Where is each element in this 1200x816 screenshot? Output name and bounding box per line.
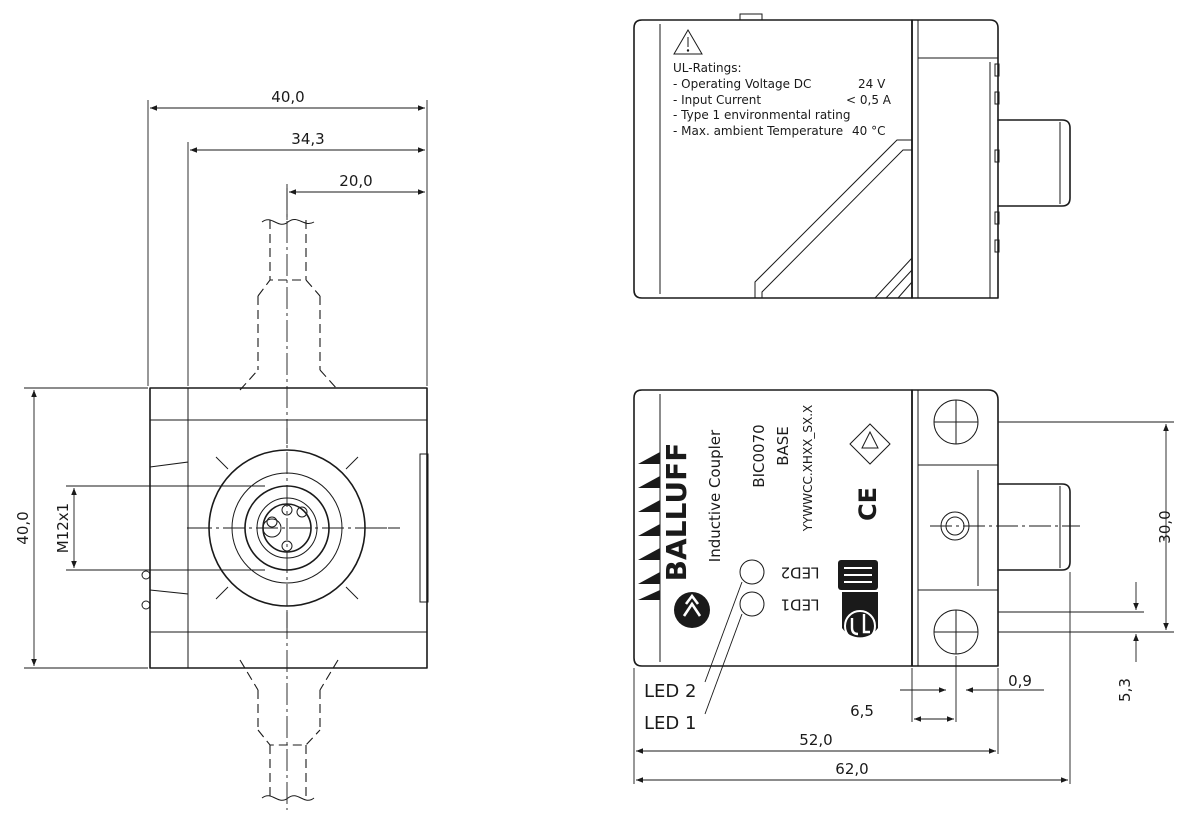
brand-symbol-icon: [674, 592, 710, 628]
ul-row-value: 24 V: [858, 77, 886, 91]
dim-front-body-width: 34,3: [291, 130, 324, 148]
ul-mark-icon: [842, 592, 878, 642]
dim-top-hole-offset: 6,5: [850, 702, 874, 720]
dim-top-total-length: 62,0: [835, 760, 868, 778]
led1-label: LED1: [781, 596, 820, 614]
callout-led2: LED 2: [644, 681, 696, 702]
ul-ratings-title: UL-Ratings:: [673, 61, 742, 75]
ul-row-label: - Max. ambient Temperature: [673, 124, 843, 138]
dim-top-gap-small: 5,3: [1116, 678, 1134, 702]
light-guide-teeth: [638, 452, 660, 600]
top-view: BALLUFF Inductive Coupler BIC0070 BASE Y…: [633, 389, 1174, 784]
model-variant: BASE: [774, 426, 792, 466]
date-code: YYWWCC.XHXX_SX.X: [801, 405, 815, 533]
product-type: Inductive Coupler: [706, 429, 724, 562]
brand-logo: BALLUFF: [660, 443, 693, 582]
led1-indicator: [739, 591, 765, 617]
model-number: BIC0070: [750, 424, 768, 487]
led2-label: LED2: [781, 564, 820, 582]
ul-row-label: - Type 1 environmental rating: [673, 108, 850, 122]
front-view: 40,0 34,3 20,0 40,0 M12x1: [14, 88, 429, 810]
dim-top-body-length: 52,0: [799, 731, 832, 749]
side-view: UL-Ratings: - Operating Voltage DC 24 V …: [633, 13, 1071, 299]
warning-icon: [673, 29, 703, 55]
ul-row-label: - Input Current: [673, 93, 761, 107]
ul-row-value: < 0,5 A: [846, 93, 892, 107]
ul-row-value: 40 °C: [852, 124, 885, 138]
ul-row-label: - Operating Voltage DC: [673, 77, 811, 91]
ce-mark-icon: CE: [854, 487, 882, 521]
certification-badge-icon: [838, 560, 878, 590]
dim-front-height: 40,0: [14, 511, 32, 544]
dim-front-half-width: 20,0: [339, 172, 372, 190]
dim-thread: M12x1: [54, 503, 72, 553]
dim-top-offset: 0,9: [1008, 672, 1032, 690]
callout-led1: LED 1: [644, 713, 696, 734]
dim-top-mount-spacing: 30,0: [1156, 510, 1174, 543]
led2-indicator: [739, 559, 765, 585]
dim-front-width: 40,0: [271, 88, 304, 106]
hot-surface-icon: [849, 423, 891, 465]
